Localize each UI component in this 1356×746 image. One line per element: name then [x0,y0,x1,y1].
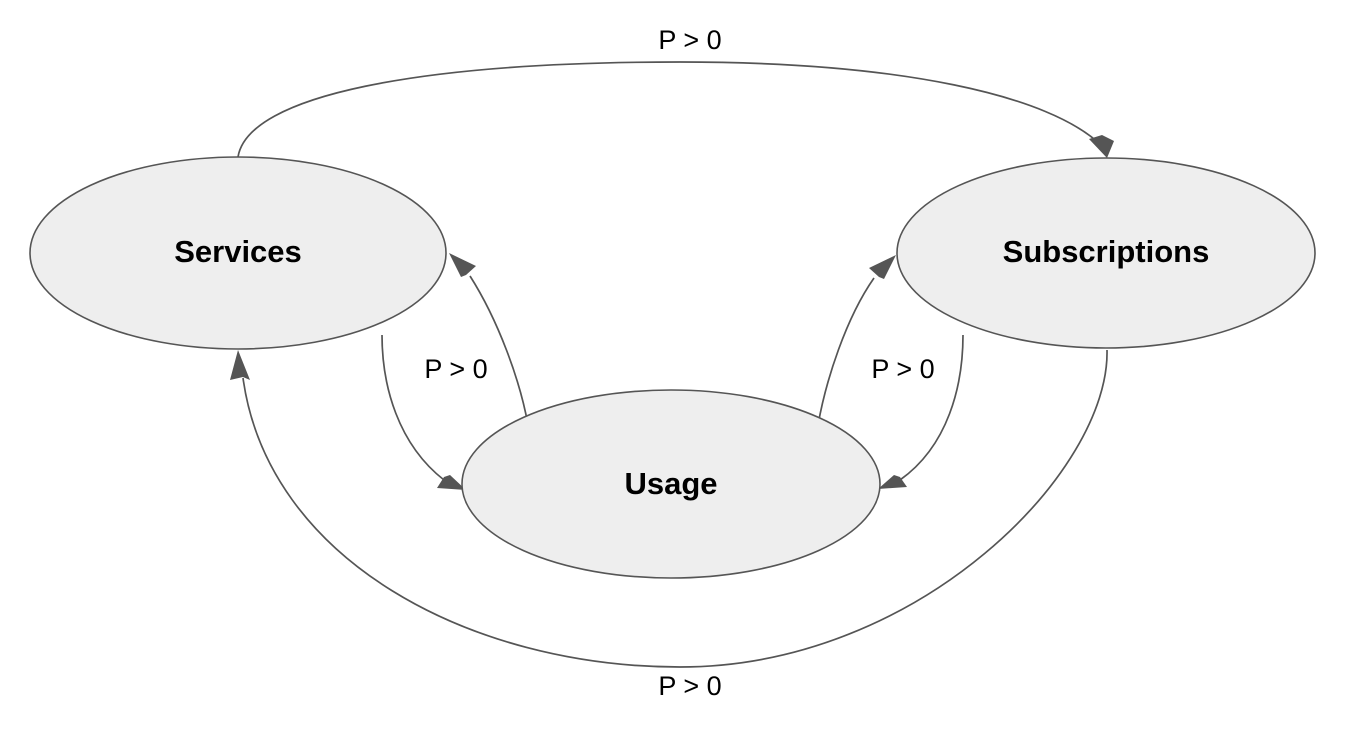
edge-label-usage-to-services: P > 0 [424,354,487,384]
edge-label-usage-to-subscriptions: P > 0 [871,354,934,384]
edge-subscriptions-to-usage[interactable] [878,334,964,489]
edge-path-services-to-usage [381,334,445,481]
arrowhead-icon-usage-to-services [449,253,476,277]
edge-label-services-to-subscriptions: P > 0 [658,25,721,55]
edge-hitarea-services-to-subscriptions[interactable] [238,62,1102,157]
edge-label-subscriptions-to-services: P > 0 [658,671,721,701]
arrowhead-icon-services-to-usage [437,475,466,490]
arrowhead-icon-subscriptions-to-usage [878,475,907,489]
arrowhead-icon-subscriptions-to-services [230,350,250,380]
arrowhead-icon-services-to-subscriptions [1089,135,1114,158]
edge-hitarea-usage-to-services[interactable] [470,276,528,425]
edge-path-usage-to-services [469,275,529,426]
node-shape-services[interactable] [29,156,447,350]
arrowhead-icon-usage-to-subscriptions [869,255,896,279]
node-usage[interactable]: Usage [461,389,881,579]
edge-path-subscriptions-to-services [242,349,1108,668]
edge-usage-to-services[interactable]: P > 0 [424,253,529,426]
node-services[interactable]: Services [29,156,447,350]
edge-services-to-subscriptions[interactable]: P > 0 [237,25,1114,158]
edge-path-usage-to-subscriptions [817,277,875,426]
node-subscriptions[interactable]: Subscriptions [896,157,1316,349]
edge-services-to-usage[interactable] [381,334,466,490]
node-shape-subscriptions[interactable] [896,157,1316,349]
edge-hitarea-subscriptions-to-usage[interactable] [900,335,963,480]
edge-path-services-to-subscriptions [237,61,1103,158]
edge-hitarea-services-to-usage[interactable] [382,335,444,480]
edge-hitarea-usage-to-subscriptions[interactable] [818,278,874,425]
node-shape-usage[interactable] [461,389,881,579]
edge-path-subscriptions-to-usage [899,334,964,481]
